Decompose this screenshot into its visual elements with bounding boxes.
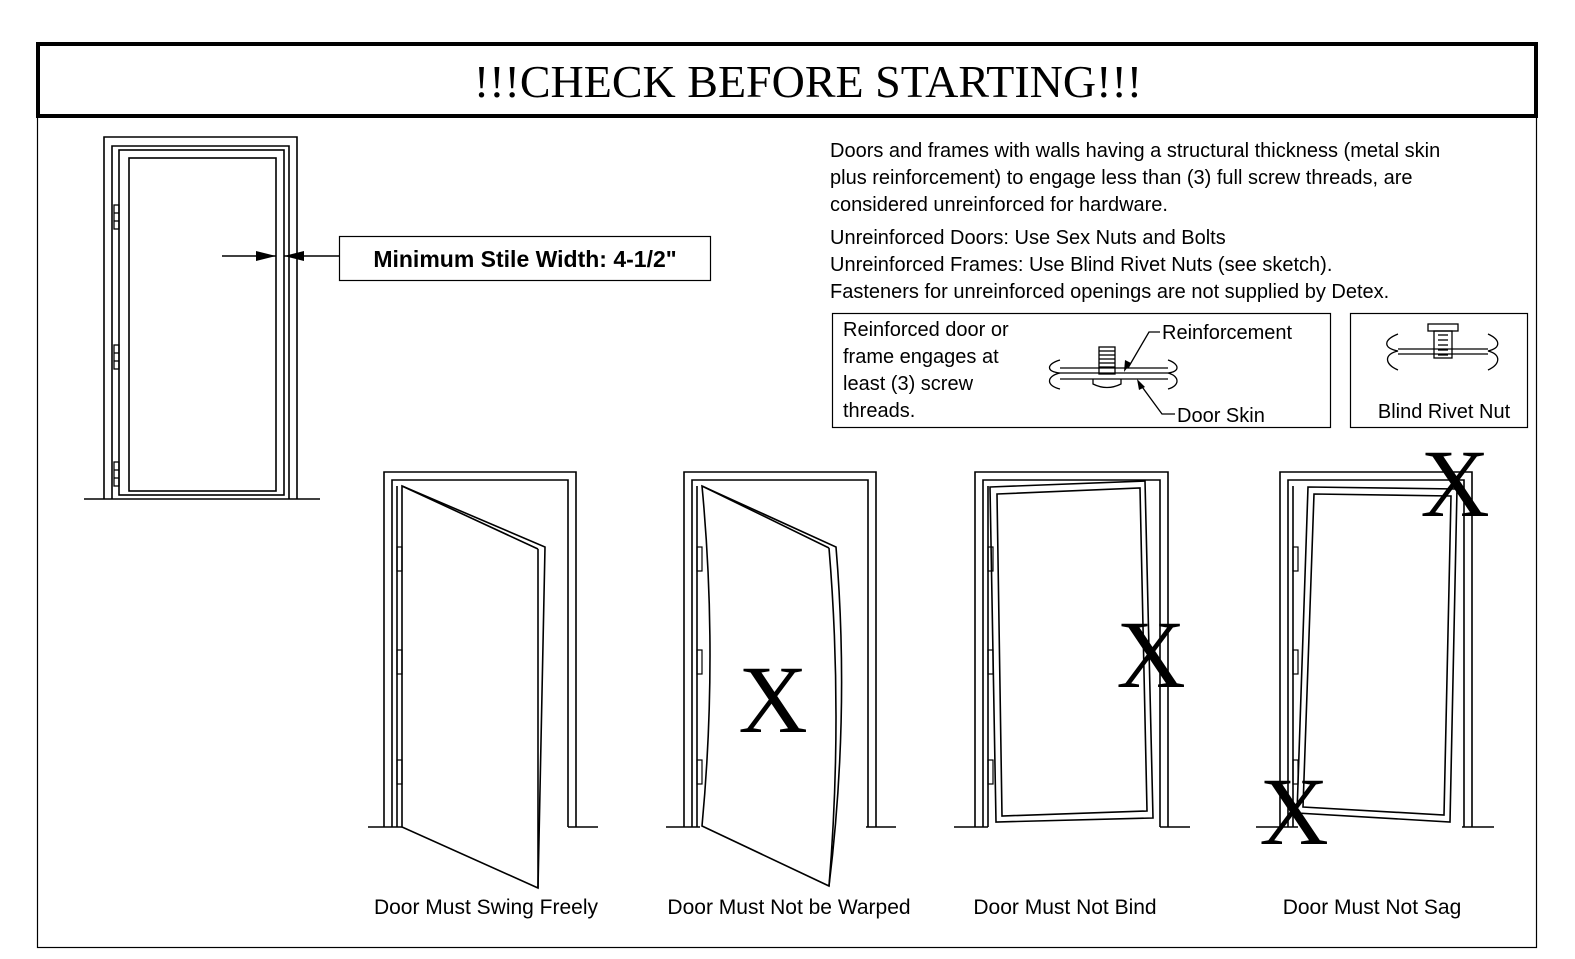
title-banner: !!!CHECK BEFORE STARTING!!! [36,42,1538,118]
note-line: considered unreinforced for hardware. [830,194,1168,216]
note-line: Doors and frames with walls having a str… [830,140,1440,162]
reinforced-text-line: Reinforced door or [843,319,1009,341]
door-captions: Door Must Swing Freely Door Must Not be … [374,896,1461,919]
note-line: plus reinforcement) to engage less than … [830,167,1413,189]
stile-dimension [222,251,339,261]
reinforcement-notes: Doors and frames with walls having a str… [830,140,1440,303]
door-warped-drawing [666,471,896,888]
hinge-icon [113,204,120,487]
screw-sketch [1048,331,1178,415]
bind-x-mark: X [1116,601,1185,708]
hinge-icon [1292,546,1299,785]
rivet-nut-sketch [1386,323,1499,371]
sag-bottom-x-mark: X [1259,758,1328,865]
door-sag-drawing [1256,471,1494,828]
hinge-icon [987,546,994,785]
note-line: Unreinforced Frames: Use Blind Rivet Nut… [830,254,1332,276]
stile-width-callout: Minimum Stile Width: 4-1/2" [338,235,712,282]
caption-not-sag: Door Must Not Sag [1283,896,1462,919]
stile-width-label: Minimum Stile Width: 4-1/2" [373,246,676,272]
reinforcement-label: Reinforcement [1162,322,1293,344]
reinforced-text-line: threads. [843,400,915,422]
reinforced-text-line: least (3) screw [843,373,974,395]
door-bind-drawing [954,471,1190,828]
warped-x-mark: X [738,646,807,753]
sag-top-x-mark: X [1420,430,1489,537]
blind-rivet-label: Blind Rivet Nut [1378,401,1511,423]
door-skin-label: Door Skin [1177,405,1265,427]
hinge-icon [696,546,703,785]
page-title: !!!CHECK BEFORE STARTING!!! [474,56,1142,107]
door-swing-freely-drawing [368,471,598,890]
caption-swing-freely: Door Must Swing Freely [374,896,599,919]
caption-not-warped: Door Must Not be Warped [667,896,910,919]
reinforced-text-line: frame engages at [843,346,999,368]
note-line: Fasteners for unreinforced openings are … [830,281,1389,303]
hinge-icon [396,546,403,785]
note-line: Unreinforced Doors: Use Sex Nuts and Bol… [830,227,1226,249]
closed-door-drawing [84,136,339,500]
blind-rivet-box: Blind Rivet Nut [1349,312,1529,429]
reinforced-sketch-box: Reinforced door or frame engages at leas… [831,312,1332,429]
caption-not-bind: Door Must Not Bind [973,896,1156,919]
